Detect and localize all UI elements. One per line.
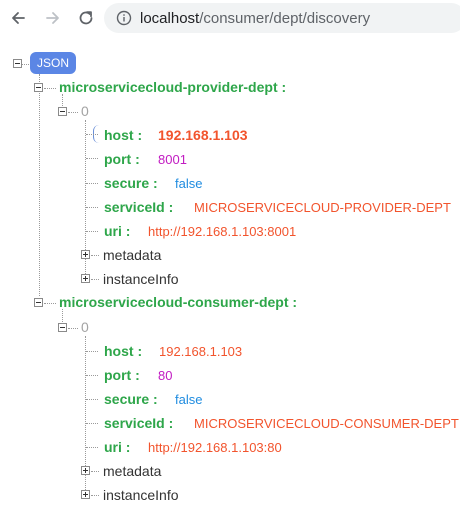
tree-connector (91, 495, 99, 496)
tree-connector (86, 423, 98, 424)
tree-connector (44, 303, 56, 304)
consumer-index: 0 (81, 319, 89, 335)
provider-index: 0 (81, 103, 89, 119)
consumer-host-value[interactable]: 192.168.1.103 (159, 344, 243, 359)
tree-connector (68, 328, 78, 329)
provider-index-toggle[interactable] (58, 107, 67, 116)
address-bar[interactable]: localhost/consumer/dept/discovery (104, 3, 460, 33)
reload-button[interactable] (74, 6, 98, 30)
tree-connector (22, 64, 31, 65)
consumer-serviceid-value[interactable]: MICROSERVICECLOUD-CONSUMER-DEPT (194, 416, 459, 431)
tree-connector (86, 231, 98, 232)
group-consumer-key: microservicecloud-consumer-dept : (59, 294, 298, 310)
arrow-right-icon (46, 12, 59, 24)
tree-connector (85, 120, 86, 276)
provider-serviceid-key: serviceId : (104, 199, 174, 215)
consumer-port-value[interactable]: 80 (158, 368, 173, 383)
consumer-index-toggle[interactable] (58, 323, 67, 332)
provider-port-key: port : (104, 151, 140, 167)
tree-connector (39, 74, 40, 296)
reload-icon (79, 11, 93, 25)
consumer-secure-value[interactable]: false (175, 392, 203, 407)
consumer-metadata-node[interactable]: metadata (103, 463, 162, 479)
provider-host-key: host : (104, 127, 143, 143)
forward-button[interactable] (41, 6, 65, 30)
tree-connector (86, 134, 98, 135)
consumer-secure-key: secure : (104, 391, 158, 407)
consumer-instanceinfo-toggle[interactable] (81, 490, 90, 499)
tree-connector (86, 399, 98, 400)
consumer-metadata-toggle[interactable] (81, 466, 90, 475)
tree-connector (91, 255, 99, 256)
provider-secure-key: secure : (104, 175, 158, 191)
info-icon[interactable] (116, 10, 132, 26)
consumer-port-key: port : (104, 367, 140, 383)
provider-host-value[interactable]: 192.168.1.103 (158, 127, 248, 143)
tree-connector (86, 375, 98, 376)
consumer-host-key: host : (104, 343, 143, 359)
provider-secure-value[interactable]: false (175, 176, 203, 191)
group-provider-toggle[interactable] (34, 83, 43, 92)
tree-connector (86, 183, 98, 184)
tree-connector (91, 279, 99, 280)
provider-metadata-toggle[interactable] (81, 250, 90, 259)
group-consumer-toggle[interactable] (34, 298, 43, 307)
browser-toolbar: localhost/consumer/dept/discovery (0, 0, 460, 38)
provider-uri-value[interactable]: http://192.168.1.103:8001 (148, 224, 297, 239)
json-tree: JSON microservicecloud-provider-dept : 0… (0, 38, 460, 510)
provider-instanceinfo-node[interactable]: instanceInfo (103, 271, 179, 287)
consumer-instanceinfo-node[interactable]: instanceInfo (103, 487, 179, 503)
provider-instanceinfo-toggle[interactable] (81, 274, 90, 283)
provider-metadata-node[interactable]: metadata (103, 247, 162, 263)
consumer-uri-value[interactable]: http://192.168.1.103:80 (148, 440, 282, 455)
json-root-badge[interactable]: JSON (30, 52, 76, 74)
tree-connector (86, 158, 98, 159)
provider-port-value[interactable]: 8001 (158, 152, 187, 167)
tree-connector (91, 471, 99, 472)
consumer-serviceid-key: serviceId : (104, 415, 174, 431)
consumer-uri-key: uri : (104, 439, 131, 455)
tree-connector (86, 351, 98, 352)
provider-serviceid-value[interactable]: MICROSERVICECLOUD-PROVIDER-DEPT (194, 200, 451, 215)
provider-uri-key: uri : (104, 223, 131, 239)
url-path: /consumer/dept/discovery (199, 9, 371, 27)
url-host: localhost (140, 9, 200, 27)
group-provider-key: microservicecloud-provider-dept : (59, 79, 287, 95)
tree-connector (62, 94, 63, 116)
tree-connector (86, 447, 98, 448)
tree-connector (86, 207, 98, 208)
arrow-left-icon (12, 12, 25, 24)
tree-connector (44, 88, 56, 89)
tree-connector (62, 309, 63, 332)
tree-connector (68, 112, 78, 113)
tree-connector (85, 336, 86, 492)
url-text[interactable]: localhost/consumer/dept/discovery (140, 10, 370, 27)
root-collapse-toggle[interactable] (13, 59, 22, 68)
back-button[interactable] (6, 6, 30, 30)
